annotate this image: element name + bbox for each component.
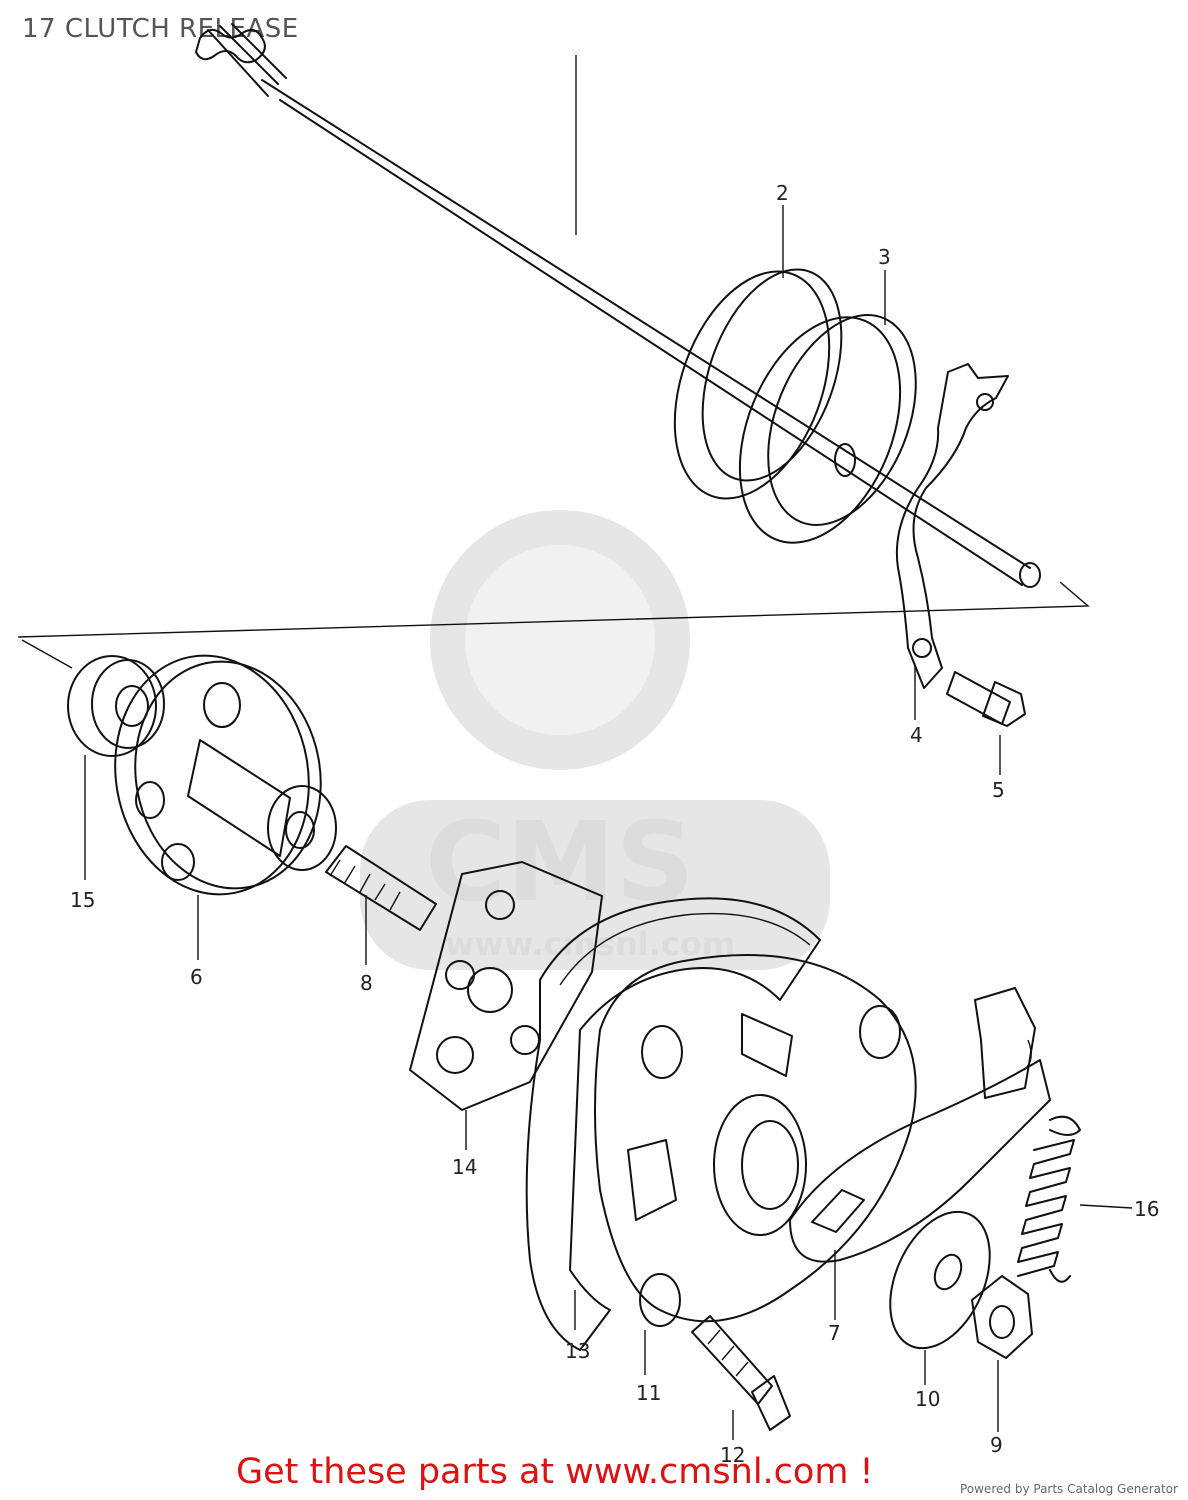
watermark-logo: CMS www.cmsnl.com (360, 510, 830, 970)
page-title: 17 CLUTCH RELEASE (22, 14, 299, 44)
part-6-housing (114, 654, 337, 896)
part-10-washer (889, 1210, 991, 1350)
part-label-5: 5 (992, 778, 1005, 802)
leader-lines (84, 205, 1133, 1440)
part-15-bearing (67, 655, 165, 757)
part-label-6: 6 (190, 965, 203, 989)
powered-by-text: Powered by Parts Catalog Generator (960, 1482, 1178, 1496)
part-label-7: 7 (828, 1321, 841, 1345)
part-8-screw (325, 845, 437, 931)
part-11-cover (594, 954, 917, 1327)
get-parts-link[interactable]: Get these parts at www.cmsnl.com ! (236, 1452, 874, 1492)
part-label-2: 2 (776, 181, 789, 205)
part-7-lever (789, 987, 1051, 1263)
part-3-disc (738, 314, 917, 544)
watermark-brand: CMS (425, 798, 694, 926)
part-13-gasket (525, 897, 821, 1351)
part-1-push-rod (195, 23, 1041, 588)
part-label-13: 13 (565, 1339, 590, 1363)
part-12-screw (691, 1315, 791, 1431)
part-label-10: 10 (915, 1387, 940, 1411)
horizontal-guide-line (17, 581, 1090, 638)
part-5-bolt (946, 671, 1026, 727)
part-label-8: 8 (360, 971, 373, 995)
part-label-3: 3 (878, 245, 891, 269)
watermark-domain: www.cmsnl.com (445, 925, 735, 963)
guide-line-left (21, 639, 73, 669)
part-label-15: 15 (70, 888, 95, 912)
part-4-lock-plate (895, 363, 1009, 689)
part-label-12: 12 (720, 1443, 745, 1467)
part-label-16: 16 (1134, 1197, 1159, 1221)
part-label-14: 14 (452, 1155, 477, 1179)
part-label-11: 11 (636, 1381, 661, 1405)
part-16-spring (1017, 1115, 1081, 1283)
part-number-labels: 2 3 4 5 6 7 8 9 10 11 12 13 14 15 16 (70, 181, 1159, 1467)
part-9-nut (971, 1275, 1033, 1359)
part-label-9: 9 (990, 1433, 1003, 1457)
part-label-4: 4 (910, 723, 923, 747)
part-2-disc (673, 268, 843, 500)
